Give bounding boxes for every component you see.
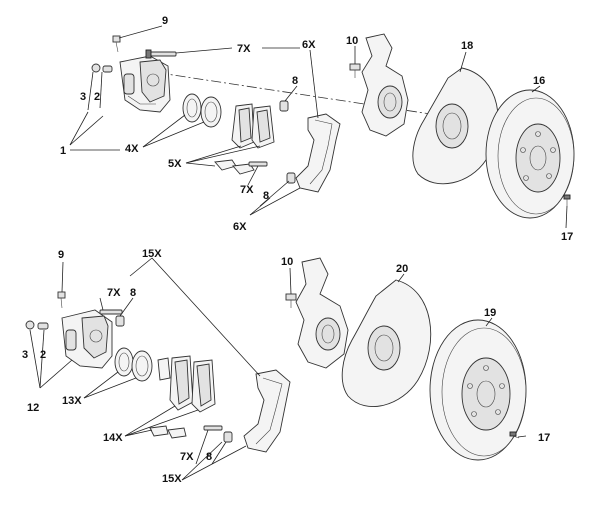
label-19: 19	[484, 307, 496, 319]
label-1: 1	[60, 145, 66, 157]
dust-cap-icon	[25, 320, 49, 330]
label-17: 17	[561, 231, 573, 243]
label-8-lower: 8	[263, 190, 269, 202]
piston-seal-icon	[182, 93, 222, 128]
label-4x: 4X	[125, 143, 139, 155]
brake-disc-icon	[485, 89, 575, 219]
label-7x-lower: 7X	[180, 451, 194, 463]
label-14x: 14X	[103, 432, 123, 444]
dust-shield-icon	[412, 67, 499, 185]
bottom-assembly: 9 15X 7X 8 10 20 19 3 2 12 13X 14X 7X 8 …	[22, 248, 550, 485]
steering-knuckle-icon	[349, 33, 409, 137]
label-2: 2	[40, 349, 46, 361]
label-17: 17	[538, 432, 550, 444]
label-12: 12	[27, 402, 39, 414]
label-8-lower: 8	[206, 451, 212, 463]
piston-seal-icon	[114, 347, 153, 382]
label-3: 3	[22, 349, 28, 361]
dust-shield-icon	[341, 279, 432, 407]
brake-disc-icon	[429, 319, 527, 461]
caliper-bracket-icon	[243, 369, 291, 453]
label-6x: 6X	[302, 39, 316, 51]
label-6x-lower: 6X	[233, 221, 247, 233]
caliper-bracket-icon	[295, 113, 341, 193]
disc-screw-icon	[509, 431, 520, 439]
top-assembly: 9 7X 6X 10 18 16 8 3 2 1 4X 5X 7X 8 6X 1…	[60, 15, 575, 243]
label-15x-lower: 15X	[162, 473, 182, 485]
label-9: 9	[58, 249, 64, 261]
label-7x-lower: 7X	[240, 184, 254, 196]
brake-pad-icon	[157, 355, 216, 413]
bleeder-screw-icon	[112, 35, 121, 53]
guide-bolt-icon	[145, 49, 177, 59]
label-20: 20	[396, 263, 408, 275]
label-13x: 13X	[62, 395, 82, 407]
label-2: 2	[94, 91, 100, 103]
label-15x: 15X	[142, 248, 162, 260]
label-10: 10	[346, 35, 358, 47]
steering-knuckle-icon	[285, 257, 349, 369]
brake-pad-icon	[231, 103, 275, 149]
anti-rattle-clip-icon	[214, 159, 255, 175]
bushing-icon	[203, 425, 233, 443]
label-7x: 7X	[107, 287, 121, 299]
caliper-icon	[119, 55, 171, 113]
label-18: 18	[461, 40, 473, 52]
anti-rattle-clip-icon	[149, 425, 187, 439]
label-10: 10	[281, 256, 293, 268]
label-7x: 7X	[237, 43, 251, 55]
label-16: 16	[533, 75, 545, 87]
caliper-icon	[61, 309, 113, 369]
label-8: 8	[130, 287, 136, 299]
bleeder-screw-icon	[57, 291, 66, 309]
disc-screw-icon	[563, 194, 571, 206]
label-3: 3	[80, 91, 86, 103]
label-9: 9	[162, 15, 168, 27]
label-5x: 5X	[168, 158, 182, 170]
label-8: 8	[292, 75, 298, 87]
dust-cap-icon	[91, 63, 113, 73]
